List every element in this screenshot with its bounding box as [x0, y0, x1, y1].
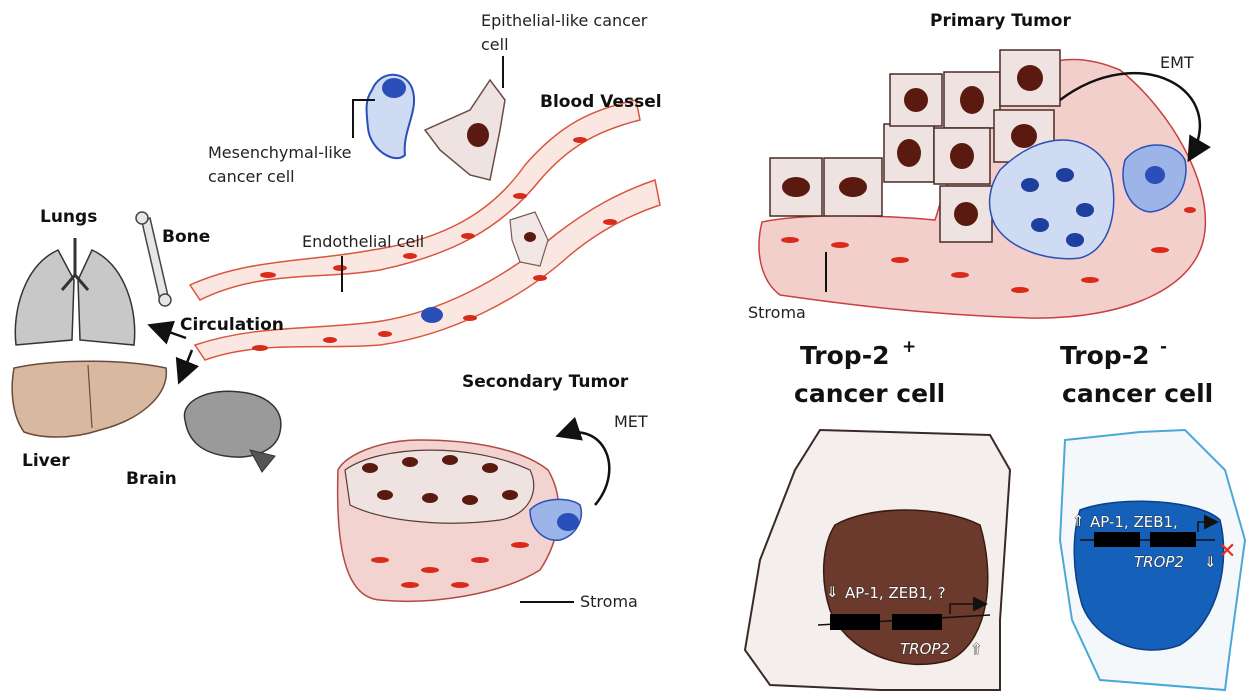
liver	[12, 361, 166, 437]
trop2-positive-gene-arrow: ⇑	[970, 640, 983, 658]
lungs	[15, 238, 134, 345]
arrow-to-liver	[180, 350, 192, 380]
stroma-primary-text: Stroma	[748, 303, 806, 322]
trop2-negative-title-main: Trop-2	[1060, 341, 1149, 370]
primary-tumor-label: Primary Tumor	[930, 11, 1071, 31]
circulation-label: Circulation	[180, 315, 284, 335]
trop2-negative-title-line2: cancer cell	[1062, 379, 1213, 408]
trop2-negative-factors: AP-1, ZEB1,	[1090, 513, 1178, 531]
trop2-negative-gene-arrow: ⇓	[1204, 553, 1217, 571]
endothelial-label-text: Endothelial cell	[302, 232, 424, 251]
mesenchymal-label: Mesenchymal-like cancer cell	[208, 100, 375, 186]
mesenchymal-label-line2: cancer cell	[208, 167, 295, 186]
trop2-positive-cell: ⇓ AP-1, ZEB1, ? TROP2 ⇑	[745, 430, 1010, 690]
epithelial-cell	[425, 80, 505, 180]
emt-label: EMT	[1160, 53, 1194, 72]
met-label: MET	[614, 412, 648, 431]
met-arrow	[560, 432, 609, 505]
trop2-positive-factors: AP-1, ZEB1, ?	[845, 584, 946, 602]
trop2-positive-factor-arrow: ⇓	[826, 583, 839, 601]
brain	[184, 391, 280, 472]
brain-label: Brain	[126, 469, 177, 489]
trop2-negative-cell: ⇑ AP-1, ZEB1, ✕ TROP2 ⇓	[1060, 430, 1245, 690]
trop2-positive-title-line2: cancer cell	[794, 379, 945, 408]
bone-label: Bone	[162, 227, 210, 247]
trop2-positive-title-sup: +	[902, 337, 916, 357]
trop2-negative-title-sup: -	[1160, 337, 1167, 357]
trop2-positive-title: Trop-2 + cancer cell	[794, 337, 945, 408]
trop2-positive-title-main: Trop-2	[800, 341, 889, 370]
lungs-label: Lungs	[40, 207, 97, 227]
gene-block	[1150, 532, 1196, 547]
epithelial-label-line2: cell	[481, 35, 509, 54]
secondary-tumor-label: Secondary Tumor	[462, 372, 629, 392]
stroma-secondary-label: Stroma	[520, 592, 638, 611]
mesenchymal-label-line1: Mesenchymal-like	[208, 143, 351, 162]
gene-block	[830, 614, 880, 630]
epithelial-label-line1: Epithelial-like cancer	[481, 11, 648, 30]
gene-block	[1094, 532, 1140, 547]
secondary-tumor	[338, 440, 582, 601]
liver-label: Liver	[22, 451, 70, 471]
block-mark-icon: ✕	[1218, 539, 1236, 564]
trop2-positive-gene: TROP2	[900, 640, 950, 658]
blood-vessel-label: Blood Vessel	[540, 92, 662, 112]
mesenchymal-cell	[367, 75, 415, 158]
trop2-negative-factor-arrow: ⇑	[1072, 512, 1085, 530]
gene-block	[892, 614, 942, 630]
epithelial-label: Epithelial-like cancer cell	[481, 11, 648, 88]
stroma-secondary-text: Stroma	[580, 592, 638, 611]
trop2-negative-gene: TROP2	[1134, 553, 1184, 571]
trop2-negative-title: Trop-2 - cancer cell	[1060, 337, 1213, 408]
